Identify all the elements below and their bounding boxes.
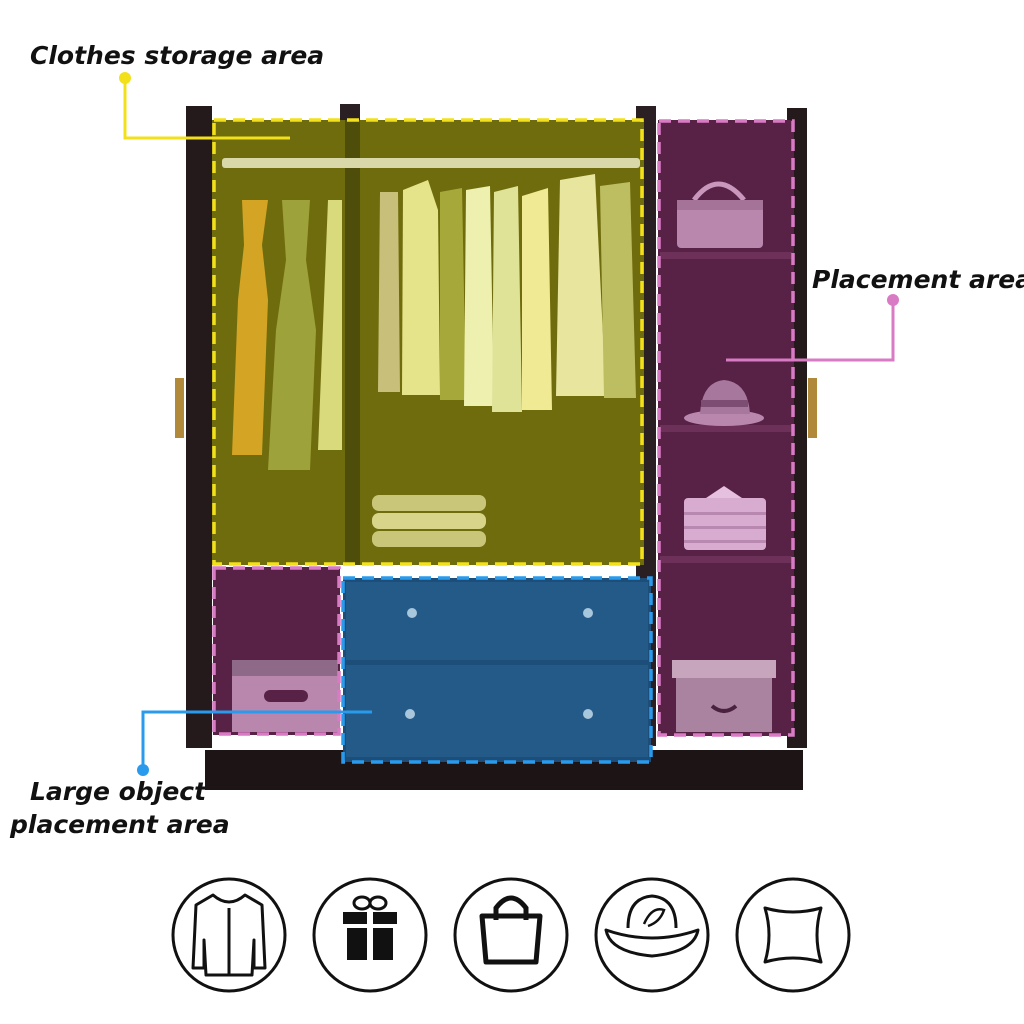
drawer-knob xyxy=(407,608,417,618)
placement-area-right xyxy=(657,119,795,737)
right-door-handle xyxy=(808,378,817,438)
drawer-knob xyxy=(583,709,593,719)
placement-area-left xyxy=(212,566,341,736)
shelf xyxy=(660,252,792,259)
shelf xyxy=(660,556,792,563)
folded-clothes xyxy=(372,513,486,529)
placement-callout xyxy=(726,294,899,362)
folded-clothes xyxy=(372,531,486,547)
shirt-garment xyxy=(378,192,400,392)
hat-icon xyxy=(594,877,710,993)
large-object-callout xyxy=(137,710,372,776)
coat-garment xyxy=(600,182,636,398)
shirt-garment xyxy=(522,188,552,410)
placement-outline-left xyxy=(212,566,341,736)
hat-item xyxy=(684,380,764,426)
clothes-storage-callout xyxy=(119,72,290,140)
pillow-icon xyxy=(735,877,851,993)
gift-icon xyxy=(312,877,428,993)
dress-garment xyxy=(318,200,342,450)
storage-box-item xyxy=(672,660,776,732)
cardigan-icon xyxy=(171,877,287,993)
left-door-handle xyxy=(175,378,184,438)
folded-clothes xyxy=(372,495,486,511)
drawer-knob xyxy=(583,608,593,618)
shirt-garment xyxy=(440,188,466,400)
shirt-garment xyxy=(464,186,494,406)
drawer-top xyxy=(346,582,648,660)
clothes-storage-area xyxy=(212,118,644,566)
shirt-garment xyxy=(402,180,440,395)
clothes-storage-outline xyxy=(212,118,644,566)
drawer-knob xyxy=(405,709,415,719)
hanging-rod xyxy=(222,158,640,168)
large-object-label-line1: Large object xyxy=(30,777,207,806)
shelf xyxy=(660,425,792,432)
handbag-icon xyxy=(453,877,569,993)
basket-item xyxy=(232,660,340,732)
coat-garment xyxy=(556,174,606,396)
large-object-placement-area xyxy=(341,576,653,764)
handbag-item xyxy=(677,181,763,248)
dress-garment xyxy=(268,200,316,470)
drawer-bottom xyxy=(346,665,648,757)
large-object-label-line2: placement area xyxy=(10,810,230,839)
large-object-outline xyxy=(341,576,653,764)
placement-label: Placement area xyxy=(812,265,1024,294)
folded-shirts-item xyxy=(684,486,766,550)
dress-garment xyxy=(232,200,268,455)
placement-outline-right xyxy=(657,119,795,737)
shirt-garment xyxy=(492,186,522,412)
clothes-storage-label: Clothes storage area xyxy=(30,41,325,70)
